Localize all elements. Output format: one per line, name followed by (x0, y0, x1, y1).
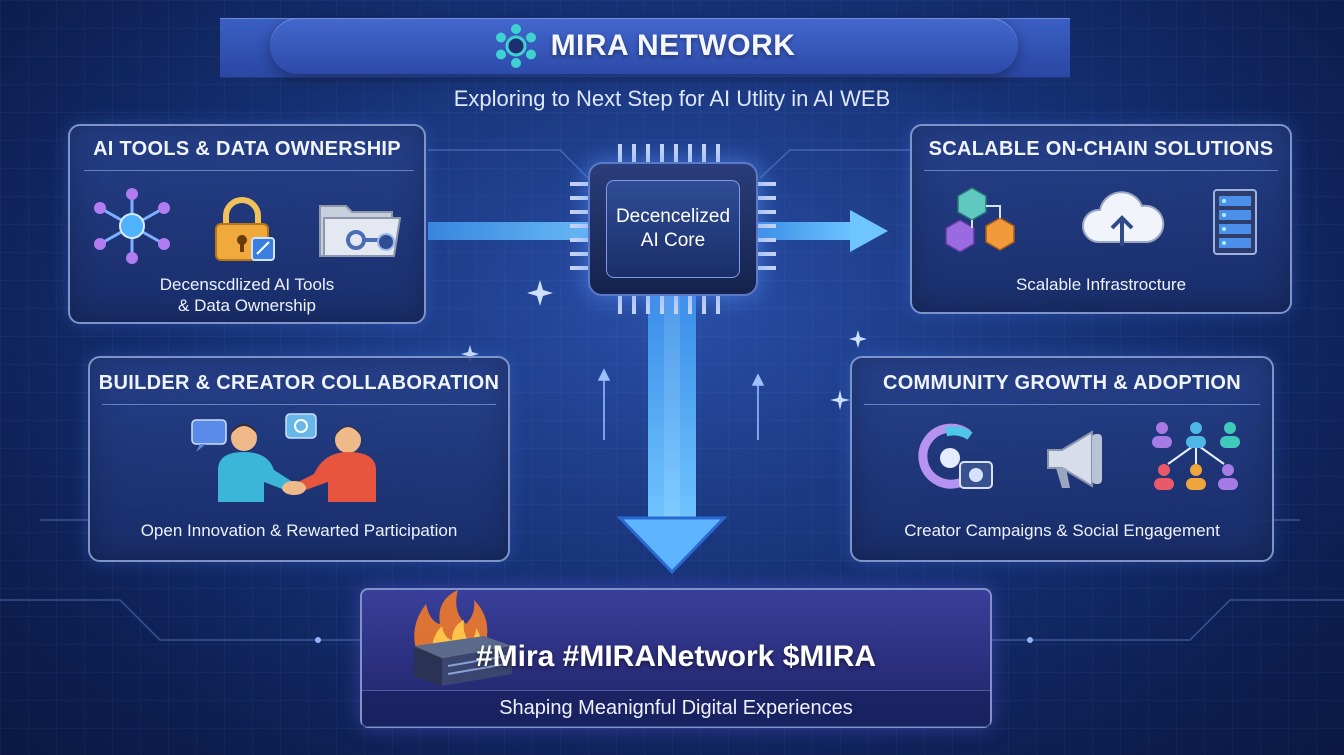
header-title-bar: MIRA NETWORK (270, 18, 1018, 74)
panel-builder-caption: Open Innovation & Rewarted Participation (140, 521, 458, 540)
panel-builder-title: BUILDER & CREATOR COLLABORATION (98, 372, 500, 394)
panel-ai-tools-caption: Decenscdlized AI Tools & Data Ownership (70, 274, 424, 316)
panel-scalable-title: SCALABLE ON-CHAIN SOLUTIONS (928, 138, 1274, 160)
ai-core-line2: AI Core (640, 230, 706, 251)
server-rack-icon (1213, 189, 1257, 255)
ai-core-label: Decencelized AI Core (606, 180, 740, 278)
server-fire-icon (414, 590, 512, 686)
megaphone-icon (1047, 430, 1102, 488)
handshake-people-icon (191, 413, 376, 502)
ai-core-line1: Decencelized (615, 206, 731, 227)
panel-community-title: COMMUNITY GROWTH & ADOPTION (882, 372, 1242, 394)
padlock-icon (215, 197, 275, 261)
tagline: Shaping Meanignful Digital Experiences (499, 697, 853, 719)
panel-ai-tools-title: AI TOOLS & DATA OWNERSHIP (93, 138, 401, 160)
folder-key-icon (319, 205, 402, 257)
panel-community-caption: Creator Campaigns & Social Engagement (904, 521, 1220, 540)
arrow-left-connector (428, 222, 590, 240)
panel-builder: BUILDER & CREATOR COLLABORATION Open Inn… (88, 356, 510, 562)
mira-logo-icon (495, 24, 536, 68)
panel-ai-tools-caption-line2: & Data Ownership (178, 296, 316, 315)
panel-scalable-caption: Scalable Infrastrocture (1015, 275, 1187, 294)
page-title: MIRA NETWORK (550, 29, 796, 62)
arrow-down-head (616, 516, 728, 575)
tagline-strip (362, 690, 990, 727)
panel-scalable: SCALABLE ON-CHAIN SOLUTIONS Scalable Inf… (910, 124, 1292, 314)
camera-refresh-icon (918, 423, 993, 489)
arrow-right-shaft (756, 222, 856, 240)
hashtags: #Mira #MIRANetwork $MIRA (475, 640, 877, 673)
blockchain-cubes-icon (945, 187, 1015, 253)
chip-pins (570, 144, 776, 314)
panel-community: COMMUNITY GROWTH & ADOPTION Creator Camp… (850, 356, 1274, 562)
panel-ai-tools: AI TOOLS & DATA OWNERSHIP Decenscdlized … (68, 124, 426, 324)
network-node-icon (94, 188, 170, 264)
people-network-icon (1152, 422, 1240, 490)
panel-ai-tools-caption-line1: Decenscdlized AI Tools (159, 275, 335, 294)
page-subtitle: Exploring to Next Step for AI Utlity in … (453, 86, 891, 111)
cloud-upload-icon (1082, 191, 1165, 246)
arrow-down-shaft (648, 296, 696, 526)
arrow-right-head (850, 210, 888, 252)
